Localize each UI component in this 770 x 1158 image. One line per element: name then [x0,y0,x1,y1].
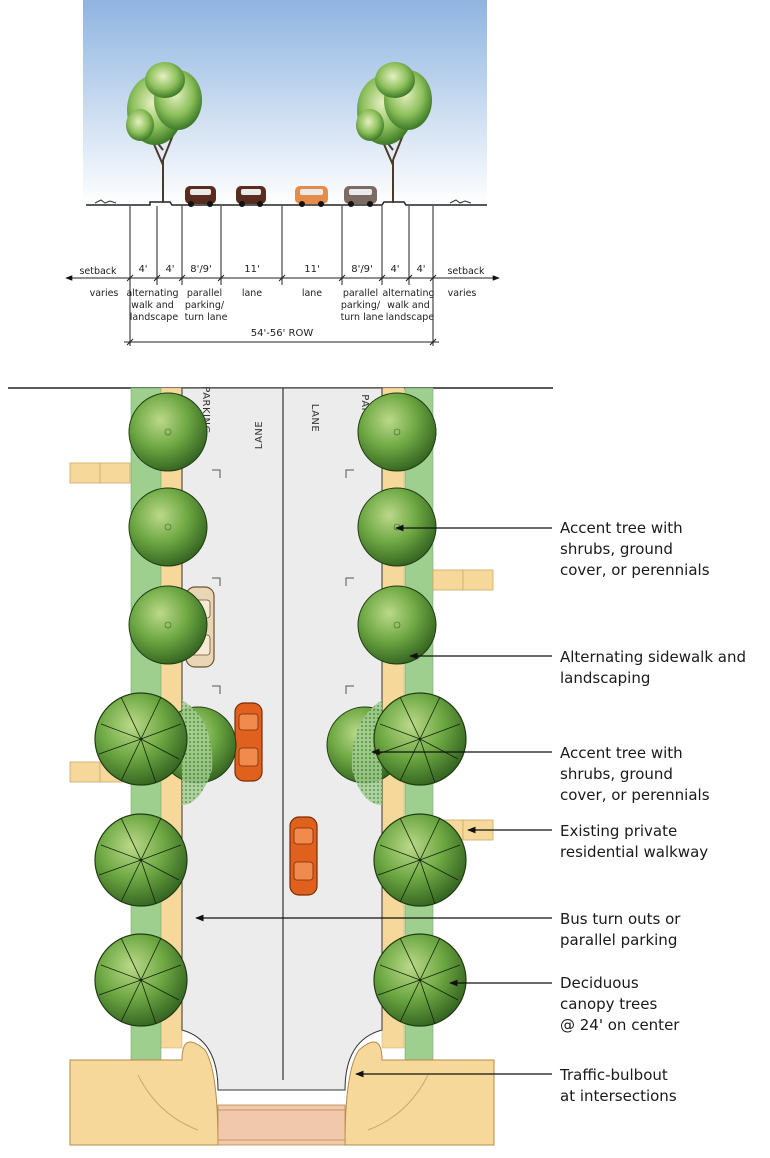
dim-2: 4' [165,264,174,275]
section-tree-right [356,62,432,203]
road-surface [181,387,383,1091]
section-tree-left [126,62,202,203]
annotation-sidewalk: Alternating sidewalk and landscaping [560,648,751,687]
dim-4: 11' [244,264,259,275]
dim-8: 4' [416,264,425,275]
setback-right: setback [447,266,485,277]
varies-right: varies [448,288,477,299]
parking-ticks [212,469,354,694]
col-label-lane-right: lane [302,288,322,299]
dim-1: 4' [138,264,147,275]
annotations: Accent tree with shrubs, ground cover, o… [559,519,751,1105]
ground-line [86,201,487,206]
col-label-parking-right: parallel parking/ turn lane [341,288,384,323]
section-car-4 [344,186,377,207]
col-label-walk-right: alternating walk and landscape [382,288,437,323]
annotation-accent-tree-1: Accent tree with shrubs, ground cover, o… [560,519,710,579]
row-label: 54'-56' ROW [251,328,314,339]
plan-view: LANE LANE PARKING PARKING [8,386,553,1146]
dim-6: 8'/9' [351,264,373,275]
section-car-2 [236,186,266,207]
dimension-verticals [129,206,434,346]
annotation-walkway: Existing private residential walkway [560,822,708,861]
setback-left: setback [79,266,117,277]
leader-lines [195,524,552,1078]
col-label-lane-left: lane [242,288,262,299]
cross-section: 4' 4' 8'/9' 11' 11' 8'/9' 4' 4' setback … [65,0,500,346]
plan-car-orange-1 [234,702,263,782]
col-label-parking-left: parallel parking/ turn lane [185,288,228,323]
crosswalk [217,1104,346,1146]
shrub-patch-right [351,700,382,805]
lane-label-right: LANE [309,404,320,432]
annotation-accent-tree-2: Accent tree with shrubs, ground cover, o… [560,744,710,804]
varies-left: varies [90,288,119,299]
annotation-canopy: Deciduous canopy trees @ 24' on center [560,974,680,1034]
col-label-walk-left: alternating walk and landscape [126,288,181,323]
annotation-bulbout: Traffic-bulbout at intersections [559,1066,677,1105]
shrub-patch-left [182,700,213,805]
dim-5: 11' [304,264,319,275]
lane-label-left: LANE [254,421,265,449]
plan-car-orange-2 [289,816,318,896]
dim-7: 4' [390,264,399,275]
annotation-bus: Bus turn outs or parallel parking [560,910,685,949]
section-car-3 [295,186,328,207]
dim-3: 8'/9' [190,264,212,275]
section-car-1 [185,186,216,207]
parking-label-left: PARKING [200,386,211,433]
